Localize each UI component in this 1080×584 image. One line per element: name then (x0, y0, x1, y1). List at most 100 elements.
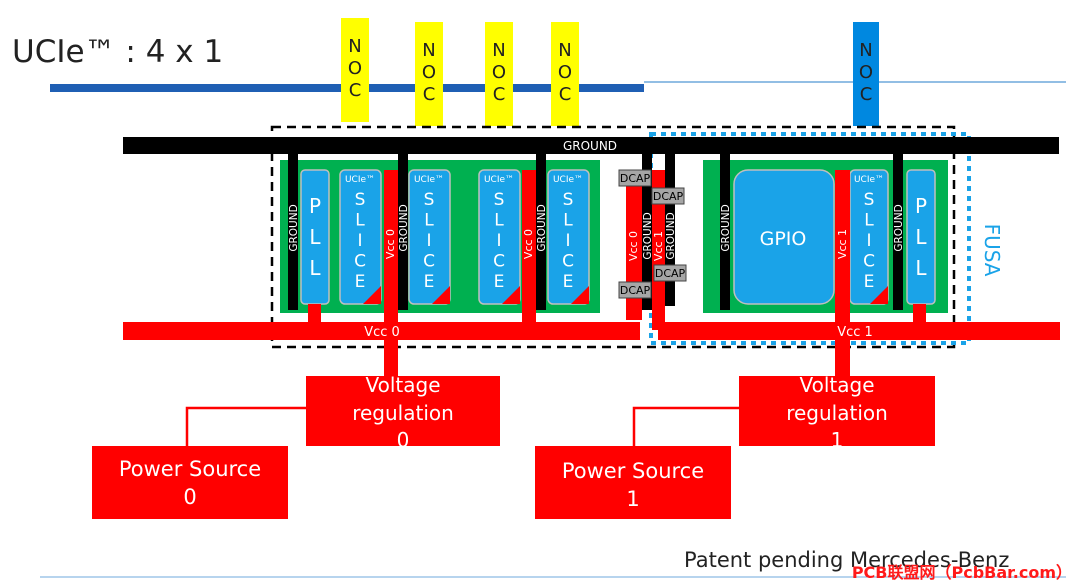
slice-header: UCIe™ (345, 175, 375, 185)
slice-letter: I (357, 231, 362, 251)
slice-letter: S (424, 190, 435, 210)
slice-header: UCIe™ (553, 175, 583, 185)
slice-block-3 (478, 169, 521, 305)
ps1-line1: Power Source (562, 459, 704, 483)
slice-letter: L (494, 211, 504, 231)
ground-line (720, 154, 730, 310)
ground-line (536, 154, 546, 310)
gpio-block (733, 169, 835, 305)
noc-block-5: N O C (853, 22, 879, 126)
noc-block-3: N O C (485, 22, 513, 126)
ground-vertical-label: GROUND (720, 204, 732, 251)
vcc1-vertical-label: Vcc 1 (836, 229, 849, 259)
noc-letter: N (492, 40, 505, 61)
ps1-line2: 1 (626, 487, 639, 511)
power-source-0-box: Power Source 0 (92, 446, 288, 519)
slice-letter: I (496, 231, 501, 251)
vr0-line2: regulation (352, 401, 454, 425)
gpio-label: GPIO (760, 228, 807, 250)
slice-letter: E (424, 272, 435, 292)
ground-line (665, 154, 675, 306)
ps0-line2: 0 (183, 485, 196, 509)
slice-letter: S (864, 190, 875, 210)
voltage-regulation-0-box: Voltage regulation 0 (306, 373, 500, 452)
slice-corner-marker (502, 286, 520, 304)
slice-corner-marker (870, 286, 888, 304)
slice-letter: E (494, 272, 505, 292)
slice-letter: L (864, 211, 874, 231)
slice-block-4 (547, 169, 590, 305)
slice-letter: C (562, 252, 574, 272)
fusa-label: FUSA (980, 224, 1004, 277)
ground-vertical-label: GROUND (665, 212, 677, 259)
vcc0-bar (123, 322, 640, 340)
noc-letter: N (348, 36, 361, 57)
vcc0-vertical-label: Vcc 0 (384, 229, 397, 259)
dcap-box: DCAP (618, 281, 652, 299)
ground-vertical-label: GROUND (642, 212, 654, 259)
power-source-1-box: Power Source 1 (535, 446, 731, 519)
vcc1-bar-label: Vcc 1 (837, 325, 873, 340)
pll-letter: L (915, 256, 927, 280)
vcc0-bar-label: Vcc 0 (364, 325, 400, 340)
watermark: PCB联盟网（PcbBar.com） (852, 563, 1072, 582)
noc-block-4: N O C (551, 22, 579, 126)
slice-letter: L (424, 211, 434, 231)
footer-text: Patent pending Mercedes-Benz (684, 548, 1009, 572)
slice-letter: I (565, 231, 570, 251)
pll-letter: P (309, 194, 321, 218)
ps1-connector (632, 406, 739, 446)
noc-letter: C (860, 84, 873, 105)
svg-text:DCAP: DCAP (620, 172, 651, 185)
noc-letter: O (492, 62, 506, 83)
slice-letter: C (354, 252, 366, 272)
vr0-line1: Voltage (365, 373, 440, 397)
svg-text:DCAP: DCAP (653, 190, 684, 203)
noc-block-1: N O C (341, 18, 369, 122)
slice-letter: I (866, 231, 871, 251)
ground-vertical-label: GROUND (536, 204, 548, 251)
slice-header: UCIe™ (854, 175, 884, 185)
dcap-box: DCAP (618, 169, 652, 187)
slice-letter: L (563, 211, 573, 231)
noc-letter: C (349, 80, 362, 101)
slice-letter: C (493, 252, 505, 272)
pll-letter: L (309, 256, 321, 280)
noc-letter: O (558, 62, 572, 83)
ground-line (398, 154, 408, 310)
slice-letter: I (426, 231, 431, 251)
ground-line (288, 154, 298, 310)
slice-corner-marker (571, 286, 589, 304)
noc-letter: O (422, 62, 436, 83)
slice-corner-marker (363, 286, 381, 304)
vr0-line3: 0 (397, 428, 410, 452)
slice-letter: E (563, 272, 574, 292)
fusa-dashed-outline (649, 132, 971, 345)
page-title: UCIe™ : 4 x 1 (12, 34, 223, 70)
vcc1-to-regulator (835, 340, 850, 378)
noc-letter: C (493, 84, 506, 105)
ground-vertical-label: GROUND (398, 204, 410, 251)
noc-letter: O (859, 62, 873, 83)
slice-block-1 (339, 169, 382, 305)
slice-letter: S (563, 190, 574, 210)
noc-letter: O (348, 58, 362, 79)
slice-letter: C (423, 252, 435, 272)
ground-line (642, 154, 652, 310)
vcc0-vertical-label: Vcc 0 (522, 229, 535, 259)
dcap-box: DCAP (653, 264, 687, 282)
slice-header: UCIe™ (484, 175, 514, 185)
noc-block-2: N O C (415, 22, 443, 126)
vr1-line3: 1 (831, 428, 844, 452)
vr1-line1: Voltage (799, 373, 874, 397)
pll-vcc-connector (308, 304, 321, 324)
slice-letter: E (355, 272, 366, 292)
slice-letter: S (494, 190, 505, 210)
noc-letter: N (422, 40, 435, 61)
slice-letter: L (355, 211, 365, 231)
slice-texts: UCIe™SLICEUCIe™SLICEUCIe™SLICEUCIe™SLICE… (345, 175, 884, 292)
slice-corner-marker (432, 286, 450, 304)
svg-text:DCAP: DCAP (620, 284, 651, 297)
slice-letter: C (863, 252, 875, 272)
